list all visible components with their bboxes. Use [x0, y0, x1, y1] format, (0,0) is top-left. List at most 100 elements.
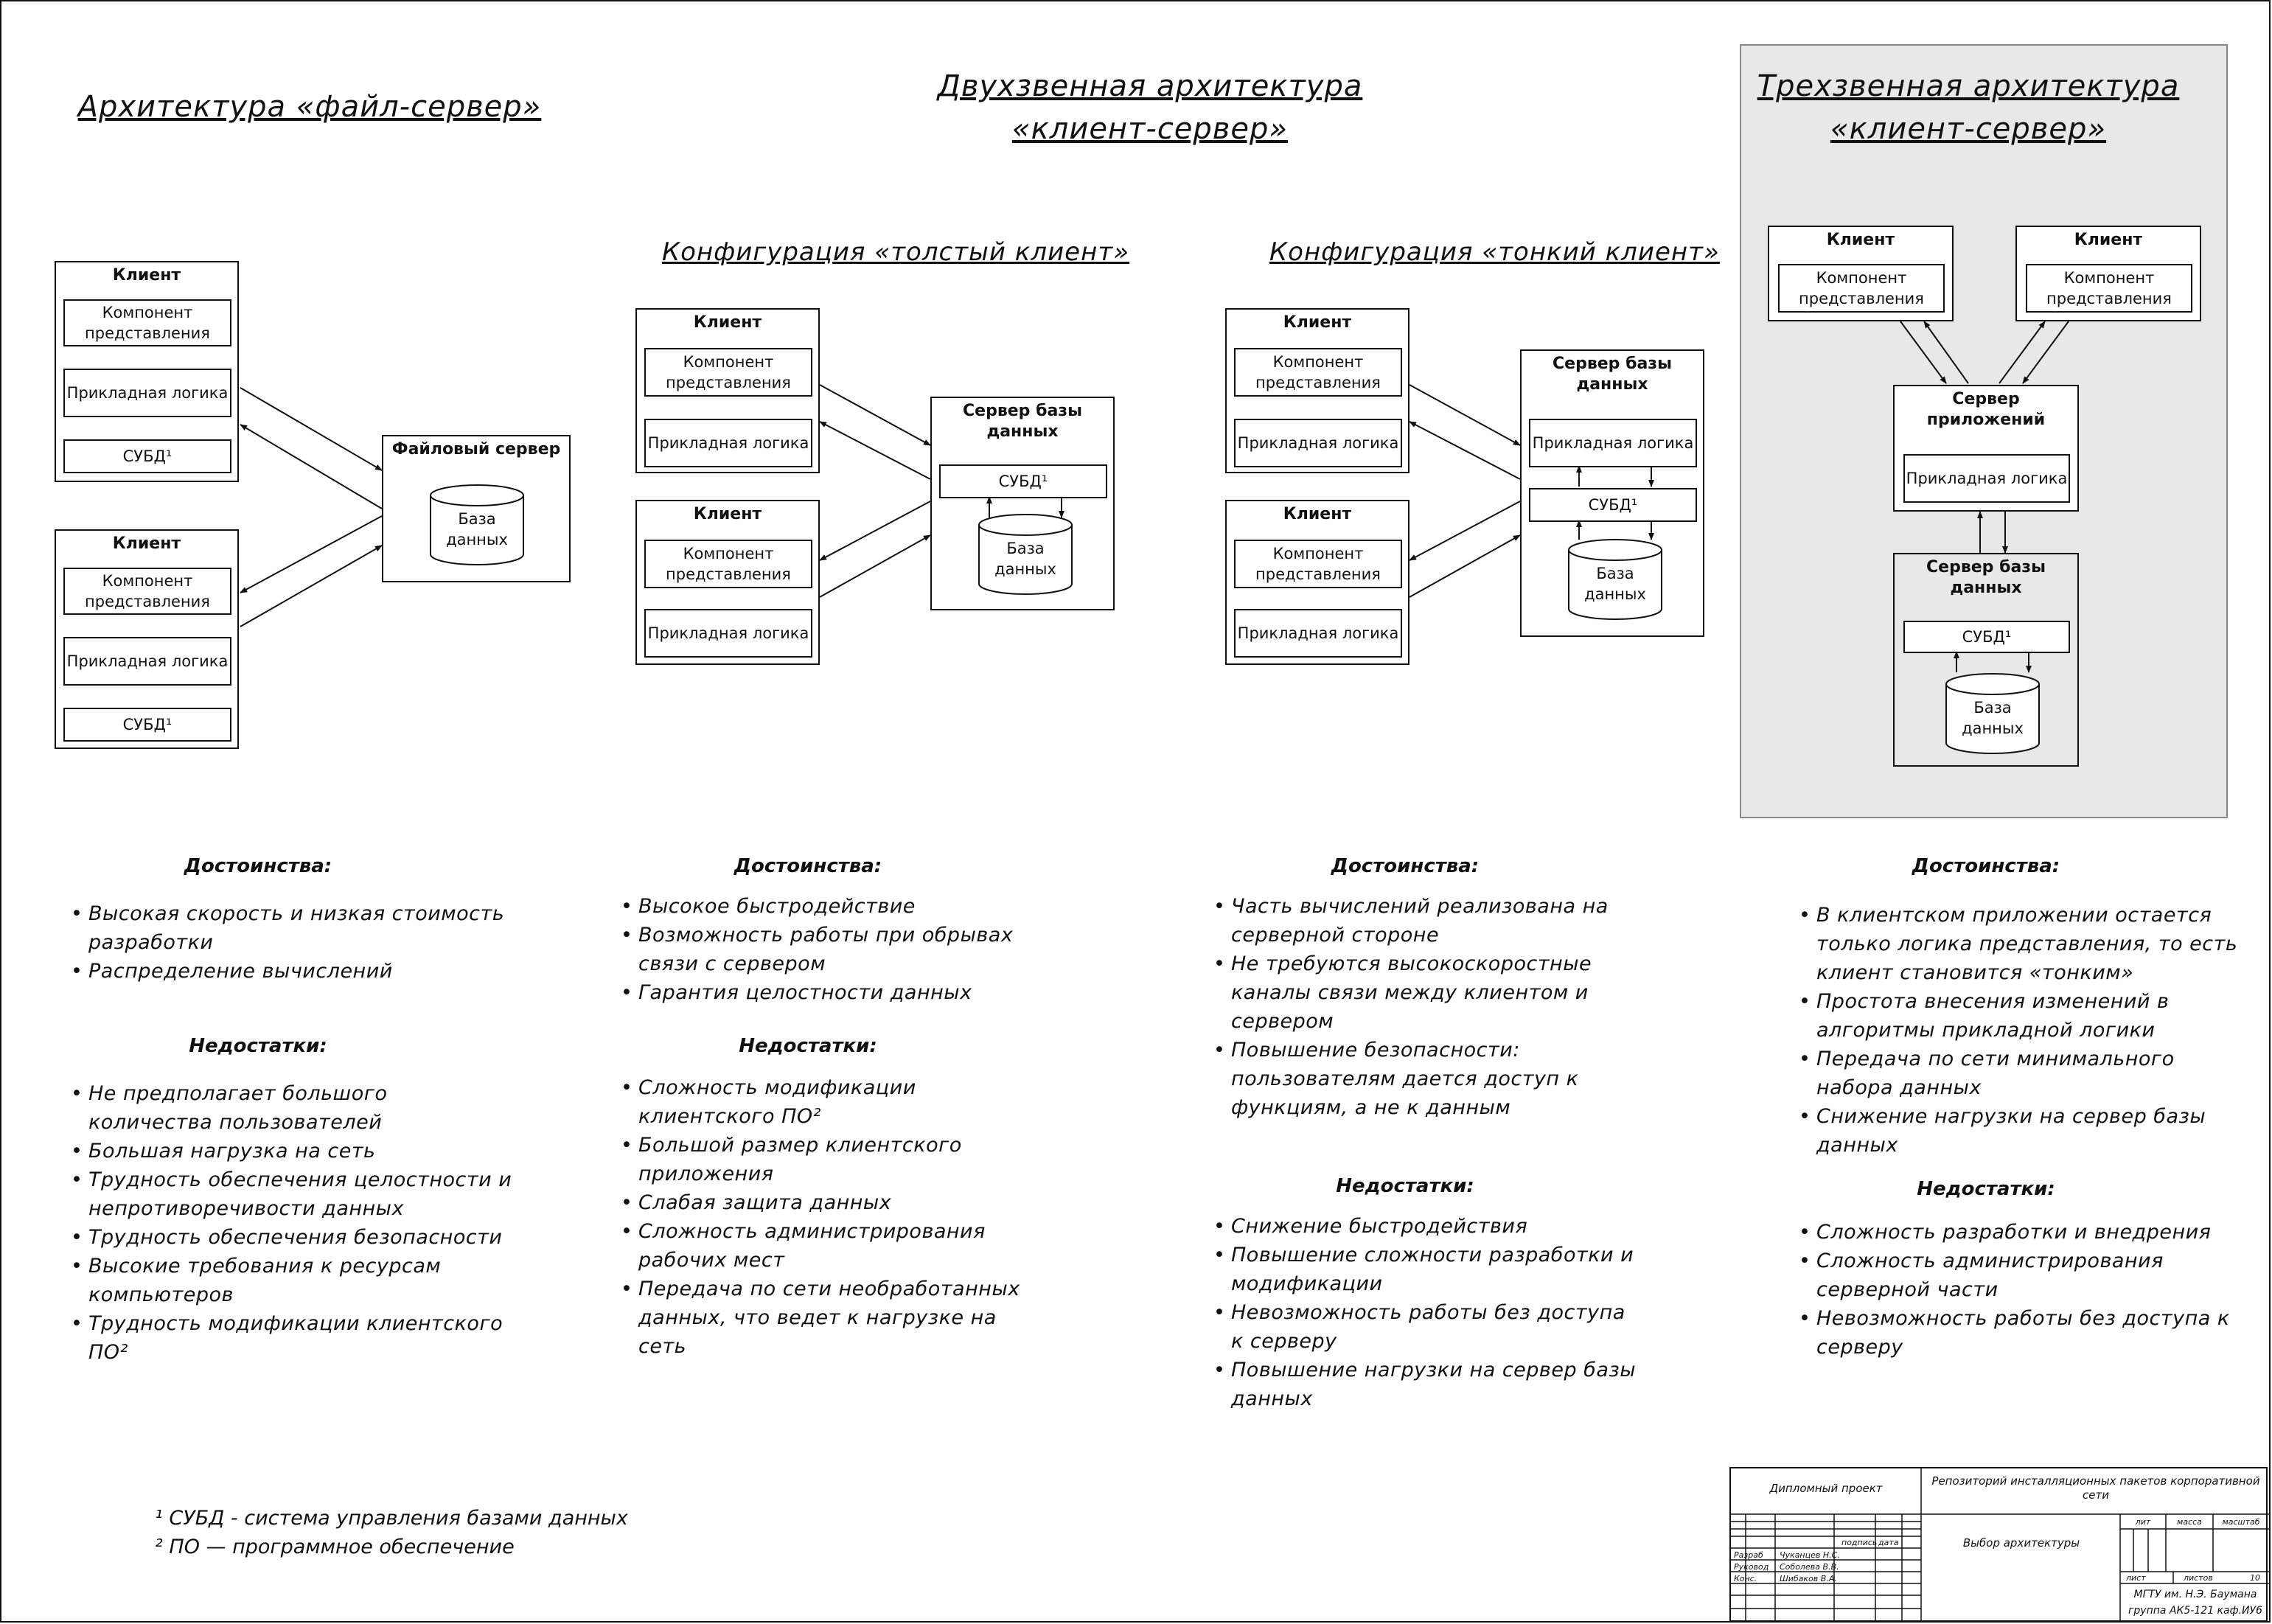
- date-label: дата: [1878, 1538, 1899, 1547]
- app-logic: Прикладная логика: [644, 419, 812, 467]
- db-server-label: Сервер базы данных: [1926, 558, 2046, 597]
- advantage-item: Не требуются высокоскоростные каналы свя…: [1213, 949, 1641, 1036]
- disadvantage-item: Слабая защита данных: [621, 1188, 1048, 1217]
- file-server-title: Архитектура «файл-сервер»: [77, 90, 542, 124]
- sheet-label: лист: [2126, 1573, 2146, 1583]
- project-type: Дипломный проект: [1769, 1482, 1883, 1495]
- pros-heading-4: Достоинства:: [1912, 855, 2060, 877]
- name-developer: Чуканцев Н.С.: [1780, 1550, 1840, 1560]
- pros-heading-2: Достоинства:: [733, 855, 882, 877]
- project-topic: Репозиторий инсталляционных пакетов корп…: [1931, 1474, 2260, 1502]
- client-label: Клиент: [2074, 231, 2143, 249]
- disadvantage-item: Высокие требования к ресурсам компьютеро…: [71, 1252, 513, 1309]
- database-cylinders: [430, 484, 2040, 754]
- thin-db-server: Сервер базы данных Прикладная логика СУБ…: [1520, 349, 1704, 637]
- role-consultant: Конс.: [1734, 1574, 1757, 1583]
- disadvantage-item: Сложность администрирования серверной ча…: [1799, 1247, 2241, 1304]
- two-tier-title: Двухзвенная архитектура «клиент-сервер»: [937, 69, 1363, 146]
- disadvantage-item: Повышение сложности разработки и модифик…: [1213, 1241, 1641, 1298]
- presentation-component: Компонент представления: [63, 568, 231, 615]
- advantage-item: Снижение нагрузки на сервер базы данных: [1799, 1102, 2241, 1160]
- advantage-item: Высокое быстродействие: [621, 892, 1048, 921]
- database-label: База данных: [1584, 565, 1646, 603]
- database-label: База данных: [1962, 699, 2024, 737]
- role-developer: Разраб: [1734, 1550, 1763, 1560]
- app-logic: Прикладная логика: [1234, 609, 1402, 658]
- client-label: Клиент: [693, 505, 762, 523]
- disadvantage-item: Невозможность работы без доступа к серве…: [1213, 1298, 1641, 1356]
- sign-label: подпись: [1841, 1538, 1878, 1547]
- file-client-1: Клиент Компонент представления Прикладна…: [55, 261, 239, 482]
- client-label: Клиент: [1826, 231, 1895, 249]
- col-scale: масштаб: [2222, 1517, 2260, 1527]
- app-logic: Прикладная логика: [63, 369, 231, 417]
- presentation-component: Компонент представления: [63, 299, 231, 346]
- cons-list-3: Снижение быстродействияПовышение сложнос…: [1213, 1212, 1641, 1413]
- thick-client-title: Конфигурация «толстый клиент»: [662, 237, 1130, 267]
- thin-client-2: Клиент Компонент представления Прикладна…: [1225, 500, 1409, 665]
- app-logic: Прикладная логика: [1234, 419, 1402, 467]
- presentation-component: Компонент представления: [1778, 264, 1945, 313]
- disadvantage-item: Невозможность работы без доступа к серве…: [1799, 1304, 2241, 1362]
- dbms: СУБД¹: [63, 708, 231, 742]
- app-logic: Прикладная логика: [1903, 454, 2070, 503]
- cons-heading-1: Недостатки:: [189, 1035, 327, 1057]
- advantage-item: Передача по сети минимального набора дан…: [1799, 1045, 2241, 1102]
- three-tier-client-2: Клиент Компонент представления: [2015, 226, 2201, 321]
- presentation-component: Компонент представления: [644, 348, 812, 397]
- name-consultant: Шибаков В.А.: [1780, 1574, 1837, 1583]
- organization: МГТУ им. Н.Э. Баумана группа АК5-121 каф…: [2128, 1589, 2262, 1617]
- cons-heading-2: Недостатки:: [739, 1035, 877, 1057]
- database-label: База данных: [994, 540, 1056, 578]
- three-tier-db-server: Сервер базы данных СУБД¹: [1893, 553, 2079, 767]
- presentation-component: Компонент представления: [1234, 348, 1402, 397]
- thin-client-1: Клиент Компонент представления Прикладна…: [1225, 308, 1409, 473]
- advantage-item: Гарантия целостности данных: [621, 978, 1048, 1007]
- app-logic: Прикладная логика: [644, 609, 812, 658]
- disadvantage-item: Передача по сети необработанных данных, …: [621, 1275, 1048, 1361]
- advantage-item: Простота внесения изменений в алгоритмы …: [1799, 987, 2241, 1045]
- client-label: Клиент: [1283, 313, 1352, 332]
- pros-list-4: В клиентском приложении остается только …: [1799, 901, 2241, 1160]
- disadvantage-item: Сложность администрирования рабочих мест: [621, 1217, 1048, 1275]
- thick-db-server: Сервер базы данных СУБД¹: [930, 397, 1115, 610]
- footnote-1: ¹ СУБД - система управления базами данны…: [155, 1507, 628, 1530]
- three-tier-client-1: Клиент Компонент представления: [1768, 226, 1954, 321]
- sheets-count: 10: [2250, 1573, 2260, 1583]
- advantage-item: Возможность работы при обрывах связи с с…: [621, 921, 1048, 978]
- pros-list-1: Высокая скорость и низкая стоимость разр…: [71, 899, 513, 986]
- pros-heading-1: Достоинства:: [184, 855, 332, 877]
- advantage-item: Часть вычислений реализована на серверно…: [1213, 892, 1641, 949]
- dbms: СУБД¹: [1903, 621, 2070, 653]
- cons-heading-4: Недостатки:: [1917, 1178, 2055, 1200]
- app-logic: Прикладная логика: [63, 637, 231, 686]
- title-block: Дипломный проект Репозиторий инсталляцио…: [1729, 1467, 2269, 1622]
- advantage-item: Повышение безопасности: пользователям да…: [1213, 1036, 1641, 1122]
- file-client-2: Клиент Компонент представления Прикладна…: [55, 529, 239, 749]
- sheets-label: листов: [2184, 1573, 2213, 1583]
- app-server: Сервер приложений Прикладная логика: [1893, 385, 2079, 512]
- footnote-2: ² ПО — программное обеспечение: [155, 1536, 515, 1558]
- client-label: Клиент: [693, 313, 762, 332]
- disadvantage-item: Трудность обеспечения безопасности: [71, 1223, 513, 1252]
- thin-client-title: Конфигурация «тонкий клиент»: [1269, 237, 1720, 267]
- file-server-label: Файловый сервер: [391, 440, 561, 459]
- dbms: СУБД¹: [63, 439, 231, 473]
- presentation-component: Компонент представления: [644, 540, 812, 588]
- cons-list-2: Сложность модификации клиентского ПО²Бол…: [621, 1073, 1048, 1361]
- three-tier-title: Трехзвенная архитектура «клиент-сервер»: [1757, 69, 2180, 146]
- client-label: Клиент: [112, 534, 181, 553]
- file-server-box: Файловый сервер: [382, 435, 571, 582]
- cons-heading-3: Недостатки:: [1336, 1175, 1474, 1197]
- pros-heading-3: Достоинства:: [1331, 855, 1480, 877]
- pros-list-2: Высокое быстродействиеВозможность работы…: [621, 892, 1048, 1007]
- col-mass: масса: [2177, 1517, 2202, 1527]
- db-server-label: Сервер базы данных: [963, 402, 1082, 441]
- col-lit: лит: [2135, 1517, 2151, 1527]
- presentation-component: Компонент представления: [2026, 264, 2192, 313]
- disadvantage-item: Снижение быстродействия: [1213, 1212, 1641, 1241]
- role-supervisor: Руковод: [1734, 1562, 1769, 1572]
- dbms: СУБД¹: [1529, 488, 1697, 522]
- thick-client-1: Клиент Компонент представления Прикладна…: [635, 308, 820, 473]
